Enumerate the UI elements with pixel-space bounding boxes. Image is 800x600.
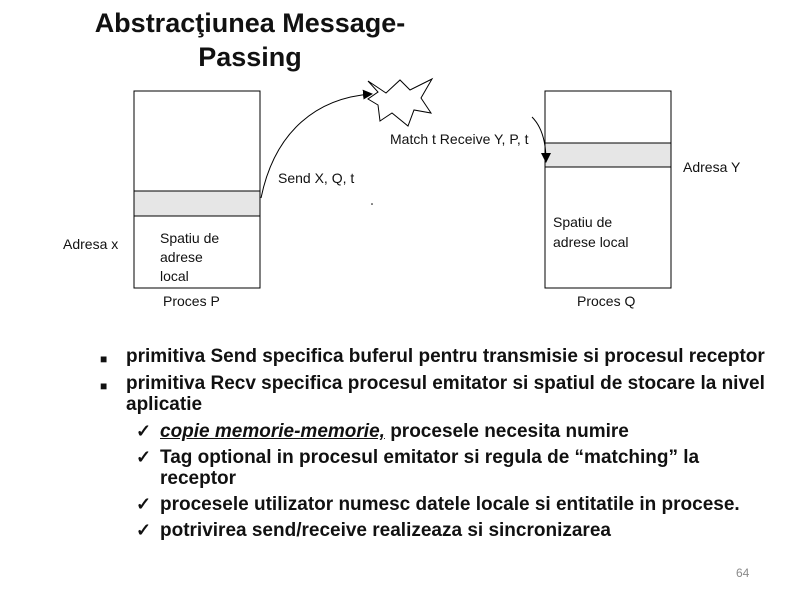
bullet-text: primitiva Recv specifica procesul emitat…: [126, 373, 765, 415]
process-p-label: Proces P: [163, 293, 220, 309]
bullet-text: primitiva Send specifica buferul pentru …: [126, 346, 765, 367]
sub-bullet-item: ✓ potrivirea send/receive realizeaza si …: [100, 520, 780, 541]
checkmark-icon: ✓: [136, 520, 152, 540]
send-arrow: [260, 89, 373, 199]
adresa-x-label: Adresa x: [63, 236, 119, 252]
receive-arrow: [531, 116, 551, 163]
process-p-space-line-2: adrese: [160, 249, 203, 265]
page-number: 64: [736, 566, 750, 580]
sub-bullet-item: ✓ Tag optional in procesul emitator si r…: [100, 447, 780, 489]
checkmark-icon: ✓: [136, 421, 152, 441]
sub-bullet-item: ✓ copie memorie-memorie, procesele neces…: [100, 421, 780, 442]
square-bullet-icon: ■: [100, 379, 108, 393]
process-p-space-line-1: Spatiu de: [160, 230, 220, 246]
match-burst-icon: [367, 77, 434, 127]
stray-dot: [371, 203, 373, 205]
process-q-space-line-2: adrese local: [553, 234, 629, 250]
adresa-y-label: Adresa Y: [683, 159, 741, 175]
bullet-item: ■ primitiva Send specifica buferul pentr…: [100, 346, 780, 367]
process-q-box: [544, 90, 672, 289]
send-label: Send X, Q, t: [278, 170, 355, 186]
process-p-space-line-3: local: [160, 268, 189, 284]
sub-bullet-text: Tag optional in procesul emitator si reg…: [160, 447, 700, 489]
square-bullet-icon: ■: [100, 352, 108, 366]
checkmark-icon: ✓: [136, 494, 152, 514]
sub-bullet-text: procesele utilizator numesc datele local…: [160, 494, 740, 515]
sub-bullet-text: potrivirea send/receive realizeaza si si…: [160, 520, 611, 541]
process-q-label: Proces Q: [577, 293, 636, 309]
match-receive-label: Match t Receive Y, P, t: [390, 131, 529, 147]
sub-bullet-text: procesele necesita numire: [384, 421, 629, 442]
slide-title: Abstracţiunea Message- Passing: [60, 6, 440, 74]
process-p-buffer: [133, 190, 261, 217]
process-q-space-line-1: Spatiu de: [553, 214, 613, 230]
title-line-1: Abstracţiunea Message-: [94, 8, 406, 38]
bullet-item: ■ primitiva Recv specifica procesul emit…: [100, 373, 780, 415]
process-p-box: [133, 90, 261, 289]
title-line-2: Passing: [198, 42, 302, 72]
bullet-list: ■ primitiva Send specifica buferul pentr…: [100, 346, 780, 546]
sub-bullet-emphasis: copie memorie-memorie,: [160, 421, 385, 442]
checkmark-icon: ✓: [136, 447, 152, 467]
sub-bullet-item: ✓ procesele utilizator numesc datele loc…: [100, 494, 780, 515]
process-q-buffer: [544, 142, 672, 168]
